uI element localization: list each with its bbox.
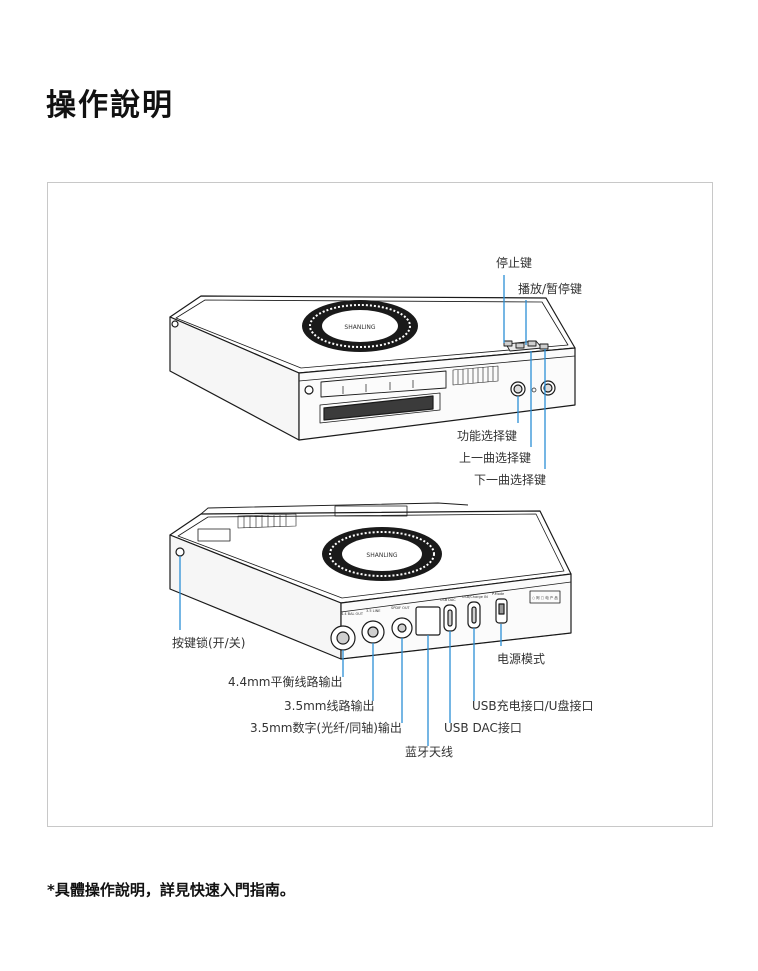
callout-bluetooth: 蓝牙天线 — [405, 745, 454, 759]
display-hatch — [452, 365, 499, 386]
label-power-mode: P.Mode — [492, 592, 504, 596]
callout-balanced-out: 4.4mm平衡线路输出 — [228, 675, 343, 689]
callout-line-out: 3.5mm线路输出 — [284, 699, 375, 713]
label-sticker: ○ 阿 □ 电 产 品 — [532, 595, 558, 600]
label-line: 3.5 LINE — [366, 609, 381, 613]
brand-logo-bottom: SHANLING — [366, 552, 398, 559]
callout-usb-charge: USB充电接口/U盘接口 — [472, 699, 594, 713]
callout-next: 下一曲选择键 — [474, 473, 547, 487]
callout-function: 功能选择键 — [457, 429, 518, 443]
leader-lines — [179, 275, 546, 746]
callout-digital-out: 3.5mm数字(光纤/同轴)输出 — [250, 721, 402, 735]
device-front-view — [169, 295, 576, 441]
callout-power-mode: 电源模式 — [497, 652, 546, 666]
brand-logo-top: SHANLING — [344, 324, 376, 331]
device-illustration: SHANLING SHANLING 4.4 BAL OUT 3.5 LINE S… — [169, 275, 576, 746]
page-title: 操作說明 — [46, 88, 174, 123]
callout-stop: 停止键 — [496, 256, 533, 270]
label-bal-out: 4.4 BAL OUT — [341, 612, 364, 616]
rear-hatch — [237, 513, 297, 529]
callout-lock: 按键锁(开/关) — [172, 636, 246, 650]
figure-panel: SHANLING SHANLING 4.4 BAL OUT 3.5 LINE S… — [47, 182, 713, 827]
label-spdif: SPDIF OUT — [391, 606, 411, 610]
callout-play-pause: 播放/暂停键 — [518, 282, 583, 296]
label-usb-charge: USB/Charge IN — [462, 595, 488, 599]
footnote: *具體操作說明，詳見快速入門指南。 — [47, 881, 295, 899]
top-button-cluster — [503, 340, 549, 352]
disc-gear-top — [302, 300, 418, 352]
label-usb-dac: USB DAC — [440, 598, 456, 602]
callout-prev: 上一曲选择键 — [459, 451, 532, 465]
disc-gear-bottom — [322, 527, 442, 581]
callout-usb-dac: USB DAC接口 — [444, 721, 522, 735]
